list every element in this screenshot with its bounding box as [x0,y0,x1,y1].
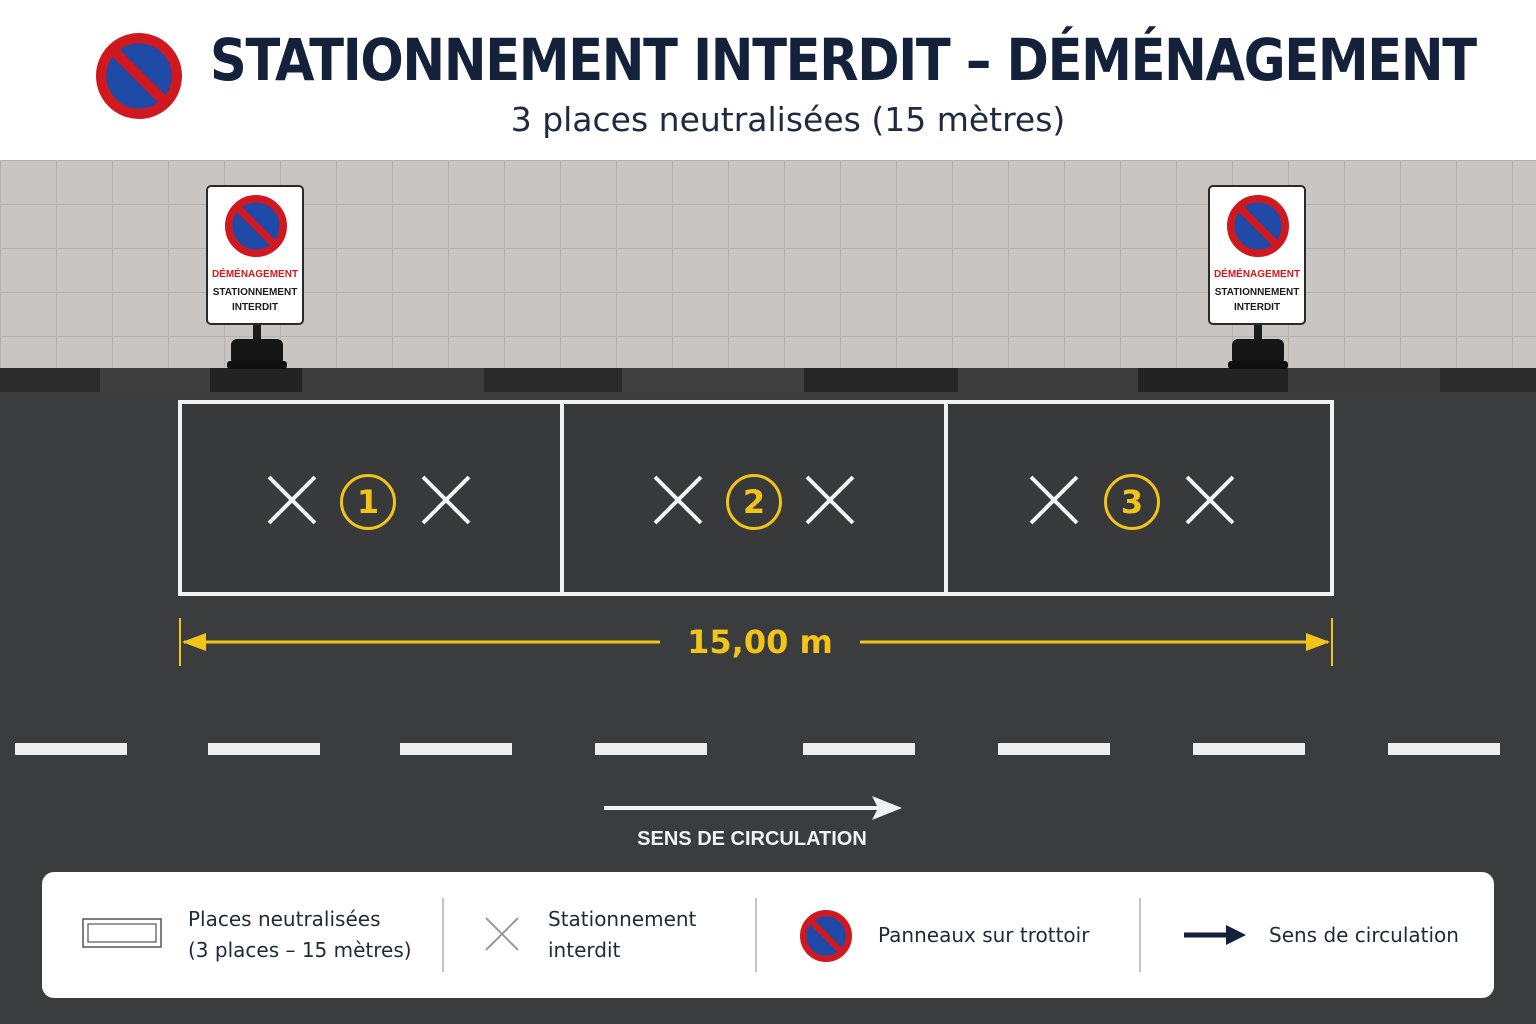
cross-icon [652,474,704,526]
sign-text-demenagement: DÉMÉNAGEMENT [211,269,299,280]
no-parking-sign-icon [800,910,852,962]
direction-label: SENS DE CIRCULATION [637,828,867,850]
cross-icon [1184,474,1236,526]
lane-dash [400,743,512,755]
arrow-right-icon [604,796,902,820]
page-subtitle: 3 places neutralisées (15 mètres) [510,100,1066,139]
dimension-label: 15,00 m [660,620,860,664]
header: STATIONNEMENT INTERDIT – DÉMÉNAGEMENT 3 … [0,0,1536,160]
bay-number-3: 3 [1104,474,1160,530]
bay-number-2: 2 [726,474,782,530]
cross-icon [1028,474,1080,526]
sign-text-demenagement: DÉMÉNAGEMENT [1213,269,1301,280]
lane-dash [208,743,320,755]
arrow-right-icon [1184,925,1246,945]
cross-icon [485,917,519,951]
lane-dash [15,743,127,755]
no-parking-sign-icon [225,195,287,257]
no-parking-sign-icon [1227,195,1289,257]
legend-signs-label: Panneaux sur trottoir [878,923,1090,947]
legend-divider [442,898,444,972]
bay-number-1: 1 [340,474,396,530]
street-sign-right: DÉMÉNAGEMENT STATIONNEMENT INTERDIT [1208,185,1306,325]
sign-text-interdit: INTERDIT [231,302,279,313]
legend: Places neutralisées (3 places – 15 mètre… [42,872,1494,998]
lane-dash [1388,743,1500,755]
sign-text-stationnement: STATIONNEMENT [1214,287,1300,298]
lane-dash [1193,743,1305,755]
cross-icon [420,474,472,526]
parking-bay-3 [944,400,1334,596]
lane-dash [803,743,915,755]
cross-icon [266,474,318,526]
sign-text-stationnement: STATIONNEMENT [212,287,298,298]
legend-forbidden-line2: interdit [548,938,621,962]
page-title: STATIONNEMENT INTERDIT – DÉMÉNAGEMENT [210,26,1477,94]
lane-dash [998,743,1110,755]
lane-dash [595,743,707,755]
legend-traffic-label: Sens de circulation [1269,923,1459,947]
curb [0,368,1536,392]
legend-forbidden-line1: Stationnement [548,907,697,931]
sign-text-interdit: INTERDIT [1233,302,1281,313]
street-sign-left: DÉMÉNAGEMENT STATIONNEMENT INTERDIT [206,185,304,325]
legend-neutralized-line2: (3 places – 15 mètres) [188,938,412,962]
sign-base-right [1228,325,1288,369]
legend-neutralized-line1: Places neutralisées [188,907,381,931]
legend-divider [755,898,757,972]
sign-base-left [227,325,287,369]
cross-icon [804,474,856,526]
legend-divider [1139,898,1141,972]
neutralized-places-icon [82,918,162,948]
